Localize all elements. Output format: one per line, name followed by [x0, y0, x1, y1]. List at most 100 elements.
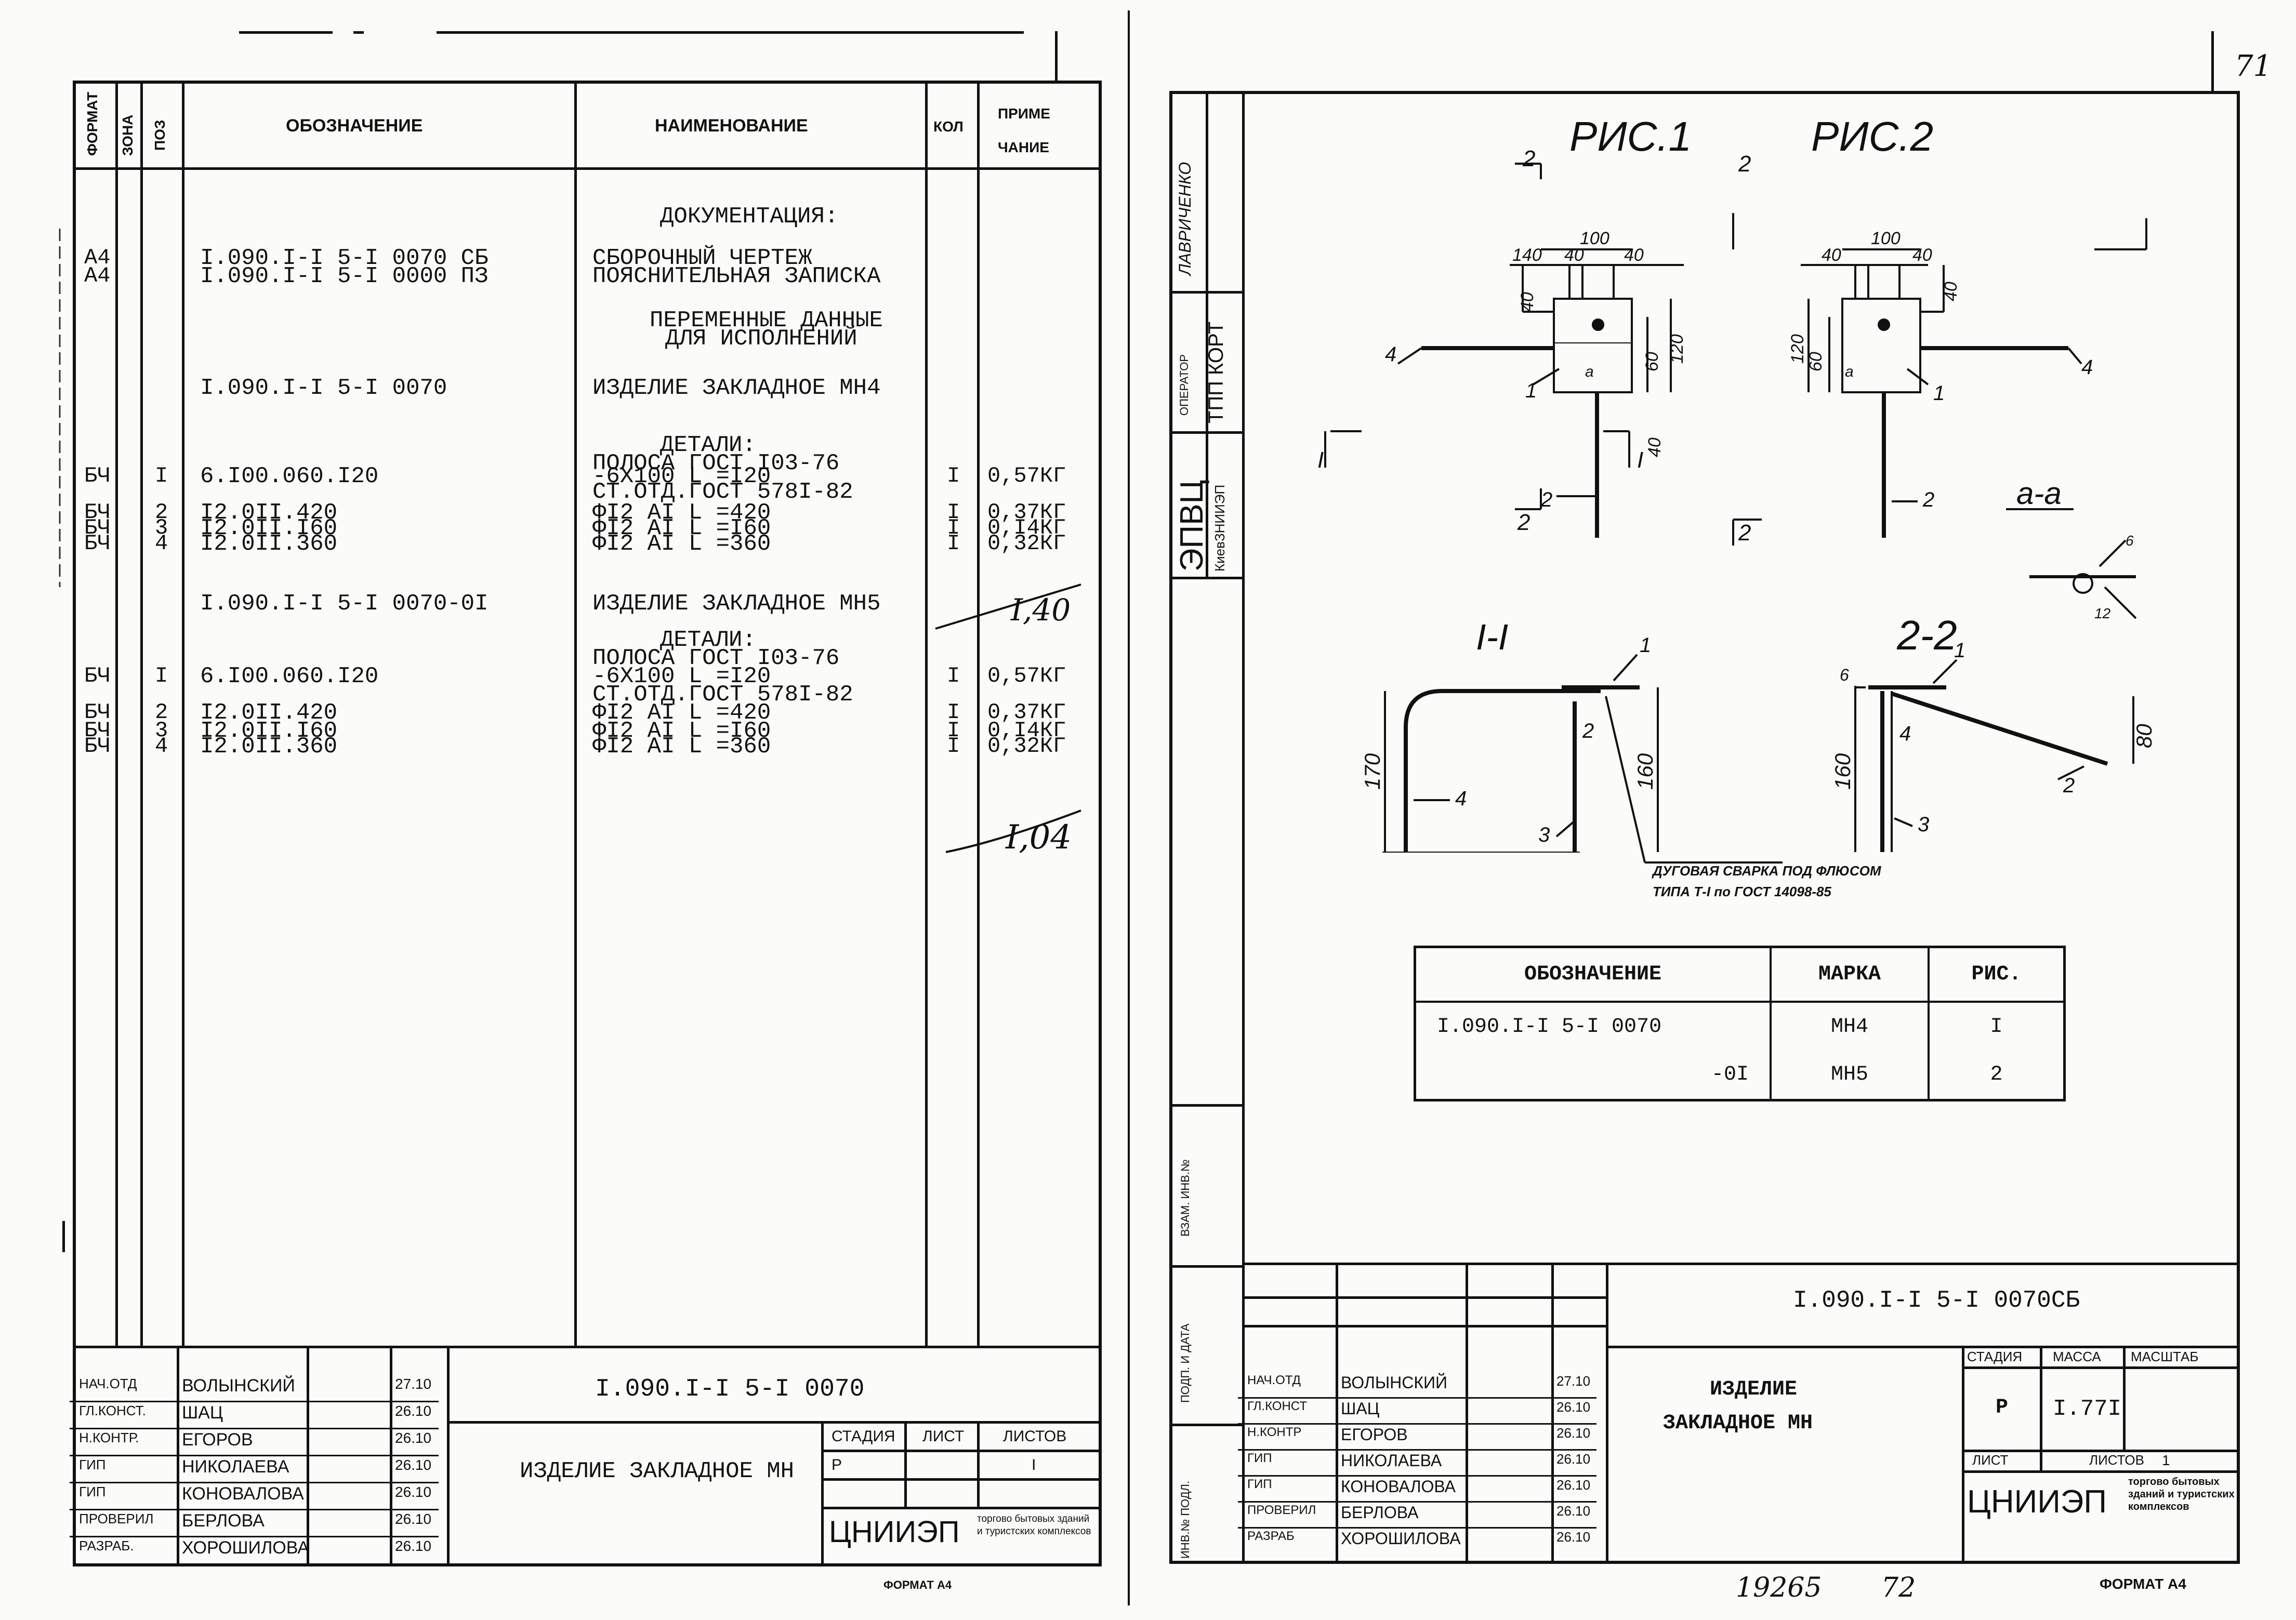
tb-role-name: ВОЛЫНСКИЙ [1341, 1373, 1447, 1392]
left-tb-sheet-label: ЛИСТ [922, 1428, 965, 1445]
left-tb-sheets-label: ЛИСТОВ [1003, 1428, 1067, 1445]
spec-cell-pos: 3 [155, 515, 168, 540]
tb-role-date: 26.10 [395, 1511, 432, 1527]
tb-line [821, 1421, 824, 1566]
spec-cell-format: А4 [84, 263, 111, 288]
col-zone: ЗОНА [120, 114, 136, 156]
total-mn4: I,40 [1011, 592, 1071, 628]
spec-sheet [73, 81, 1102, 1566]
tb-row-line [1238, 1501, 1596, 1503]
tb-role-date: 27.10 [395, 1376, 432, 1392]
pos-3-sec11: 3 [1538, 824, 1550, 846]
right-tb-sheet-label: ЛИСТ [1972, 1452, 2009, 1468]
dim-40-fig1-side: 40 [1518, 292, 1537, 312]
rtb-line [1242, 1263, 2240, 1265]
variants-header-designation: ОБОЗНАЧЕНИЕ [1414, 946, 1772, 1003]
tb-row-line [70, 1509, 439, 1510]
tb-line [904, 1421, 907, 1507]
variant-designation: -0I [1414, 1051, 1771, 1100]
dim-100-fig1: 100 [1580, 229, 1609, 248]
tb-role-role: ГИП [1247, 1451, 1272, 1465]
spec-cell-name: СТ.ОТД.ГОСТ 578I-82 [592, 479, 853, 505]
pos-1-sec22: 1 [1954, 639, 1965, 662]
spec-cell-pos: 4 [155, 531, 168, 556]
spec-cell-note: 0,57КГ [987, 663, 1066, 688]
left-tb-stage-label: СТАДИЯ [832, 1428, 895, 1445]
spec-cell-qty: I [947, 663, 960, 688]
right-tb-sheets-label: ЛИСТОВ [2089, 1452, 2144, 1468]
spec-cell-name: ИЗДЕЛИЕ ЗАКЛАДНОЕ МН5 [592, 591, 881, 617]
tb-row-line [1238, 1475, 1596, 1477]
dim-120-fig2: 120 [1788, 334, 1807, 364]
tb-role-role: РАЗРАБ. [79, 1538, 134, 1553]
stamp-field-1: ВЗАМ. ИНВ.№ [1179, 1159, 1192, 1237]
col-note-1: ПРИМЕ [998, 105, 1050, 122]
dim-80: 80 [2132, 724, 2156, 748]
spec-cell-qty: I [947, 515, 960, 540]
dept-sub: КиевЗНИИЭП [1212, 484, 1228, 572]
tb-role-name: ХОРОШИЛОВА [1341, 1529, 1461, 1548]
spec-cell-name: ПОЛОСА ГОСТ I03-76 [592, 450, 840, 476]
tb-role-date: 26.10 [1556, 1477, 1591, 1493]
spec-cell-name: -6X100 L =I20 [592, 663, 771, 689]
tb-role-role: РАЗРАБ [1247, 1529, 1295, 1543]
tb-role-name: НИКОЛАЕВА [1341, 1451, 1442, 1470]
dim-40-fig2-side: 40 [1941, 282, 1961, 301]
sec-mark-2-bottom-fig2: 2 [1738, 520, 1751, 546]
dim-100-fig2: 100 [1871, 229, 1901, 248]
right-tb-org: ЦНИИЭП [1967, 1484, 2107, 1520]
stamp-line [1169, 291, 1242, 294]
top-mark [239, 31, 333, 34]
tb-role-name: КОНОВАЛОВА [1341, 1477, 1456, 1496]
spec-cell-format: БЧ [84, 663, 111, 688]
variant-mark: МН4 [1770, 1001, 1929, 1051]
tb-role-date: 26.10 [1556, 1425, 1591, 1441]
spec-cell-name: СТ.ОТД.ГОСТ 578I-82 [592, 682, 853, 708]
top-mark [1055, 31, 1058, 83]
tb-role-role: НАЧ.ОТД [1247, 1373, 1301, 1387]
dim-60-fig2: 60 [1806, 352, 1826, 371]
left-tb-sheets: I [1032, 1456, 1036, 1473]
spec-cell-note: 0,57КГ [987, 463, 1066, 488]
spec-cell-name: ФI2 AI L =I60 [592, 718, 771, 744]
spec-cell-qty: I [947, 463, 960, 488]
dim-60-fig1: 60 [1642, 352, 1662, 371]
dim-160-sec22: 160 [1830, 753, 1855, 790]
pos-4-sec11: 4 [1455, 787, 1467, 810]
stamp-line [1206, 91, 1208, 577]
col-pos: ПОЗ [152, 119, 168, 151]
rtb-line [1606, 1263, 1608, 1564]
pos-3-sec22: 3 [1918, 813, 1929, 836]
spec-cell-format: БЧ [84, 463, 111, 488]
spec-cell-name: ПОЯСНИТЕЛЬНАЯ ЗАПИСКА [592, 263, 881, 289]
spec-cell-name: ФI2 AI L =420 [592, 500, 771, 526]
sec-mark-2-top-fig1: 2 [1522, 146, 1535, 171]
tb-line [821, 1478, 1102, 1481]
col-line [977, 81, 980, 1348]
spec-cell-name: ПОЛОСА ГОСТ I03-76 [592, 645, 840, 671]
tb-role-date: 26.10 [395, 1457, 432, 1473]
tb-role-name: ВОЛЫНСКИЙ [182, 1376, 295, 1396]
right-tb-scale-label: МАСШТАБ [2131, 1349, 2199, 1364]
spec-cell-name: ФI2 AI L =360 [592, 734, 771, 760]
right-tb-title-2: ЗАКЛАДНОЕ МН [1663, 1412, 1813, 1435]
dim-40-fig1-v: 40 [1645, 437, 1665, 457]
tb-row-line [1238, 1397, 1596, 1399]
tb-row-line [70, 1536, 439, 1537]
variants-header-fig: РИС. [1928, 946, 2066, 1003]
tb-role-role: Н.КОНТР [1247, 1425, 1302, 1439]
rtb-line [1962, 1470, 2240, 1473]
tb-role-date: 26.10 [1556, 1399, 1591, 1415]
page-divider [1128, 10, 1130, 1605]
dim-170: 170 [1360, 753, 1384, 790]
tb-row-line [70, 1455, 439, 1456]
right-tb-designation: I.090.I-I 5-I 0070СБ [1793, 1287, 2080, 1314]
tb-role-role: ГЛ.КОНСТ [1247, 1399, 1307, 1413]
col-line [925, 81, 928, 1348]
rtb-line [1606, 1346, 2240, 1348]
format-right: ФОРМАТ А4 [2100, 1576, 2186, 1592]
sheet-top-line [1169, 91, 2240, 94]
tb-line [821, 1507, 1102, 1509]
pos-4-fig2: 4 [2081, 356, 2093, 379]
rtb-line [1551, 1263, 1554, 1564]
